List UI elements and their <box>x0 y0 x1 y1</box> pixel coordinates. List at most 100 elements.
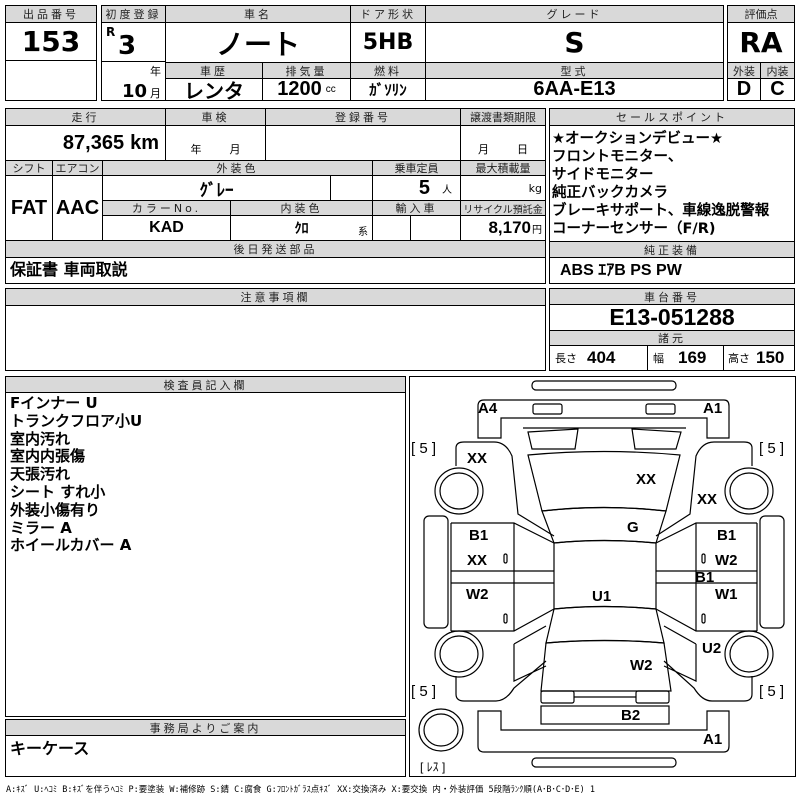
sales-point: ★オークションデビュー★ <box>552 131 723 147</box>
mileage-label: 走行 <box>6 109 166 126</box>
recycle-unit: 円 <box>532 224 542 236</box>
displacement-unit: cc <box>325 84 336 95</box>
tire-tread-fr: [ 5 ] <box>759 440 785 457</box>
later-parts: 保証書 車両取説 <box>10 260 128 279</box>
damage-mark: XX <box>467 552 488 569</box>
sales-points-label: セールスポイント <box>550 109 794 126</box>
capacity: 5 <box>418 176 430 199</box>
model-label: 型式 <box>426 63 723 79</box>
grade-label: グレード <box>426 6 723 23</box>
inspection-month: 月 <box>229 143 241 156</box>
damage-mark: XX <box>467 450 488 467</box>
int-color: ｸﾛ <box>294 220 309 236</box>
shift-label: シフト <box>6 161 53 176</box>
damage-mark: G <box>627 519 639 536</box>
inspector-note: 室内内張傷 <box>10 447 86 466</box>
fuel: ｶﾞｿﾘﾝ <box>351 79 426 100</box>
sales-points-box: セールスポイント ★オークションデビュー★ フロントモニター、 サイドモニター … <box>549 108 795 284</box>
office-note: キーケース <box>10 739 90 758</box>
tire-tread-rl: [ 5 ] <box>411 683 437 700</box>
inspector-note: 天張汚れ <box>10 465 71 484</box>
height: 150 <box>756 348 785 367</box>
int-score-label: 内装 <box>761 63 794 79</box>
notes-label: 注意事項欄 <box>6 289 545 306</box>
capacity-label: 乗車定員 <box>373 161 461 176</box>
damage-mark: A1 <box>703 731 723 748</box>
inspector-note: シート すれ小 <box>10 482 106 501</box>
damage-diagram: A4 A1 XX XX XX G B1 XX W2 U1 B1 W2 B1 W1… <box>409 376 796 777</box>
damage-mark: XX <box>697 491 718 508</box>
inspector-note: トランクフロア小U <box>10 411 143 430</box>
first-reg: R 3 年 10 月 <box>102 23 166 102</box>
year-unit: 年 <box>150 65 161 78</box>
import-label: 輸入車 <box>373 201 461 216</box>
ext-color-label: 外装色 <box>103 161 373 176</box>
ext-score: D <box>728 78 761 100</box>
int-color-label: 内装色 <box>231 201 373 216</box>
car-outline-diagram <box>418 380 785 768</box>
chassis-label: 車台番号 <box>550 289 794 305</box>
length: 404 <box>587 348 616 367</box>
score: RA <box>728 23 794 63</box>
damage-mark: A4 <box>478 400 498 417</box>
score-box: 評価点 RA 外装 内装 D C <box>727 5 795 101</box>
transfer-day: 日 <box>517 143 528 156</box>
office-label: 事務局よりご案内 <box>6 720 405 736</box>
tire-tread-rr: [ 5 ] <box>759 683 785 700</box>
inspector-note: ミラー A <box>10 518 72 537</box>
damage-mark: W2 <box>466 586 489 603</box>
reg-month: 10 <box>121 81 147 102</box>
shift: FAT <box>6 176 53 241</box>
inspector-box: 検査員記入欄 Fインナー U トランクフロア小U 室内汚れ 室内内張傷 天張汚れ… <box>5 376 406 717</box>
color-no: KAD <box>103 216 231 241</box>
sales-point: フロントモニター、 <box>552 149 683 165</box>
damage-mark: B1 <box>469 527 489 544</box>
inspector-notes: Fインナー U トランクフロア小U 室内汚れ 室内内張傷 天張汚れ シート すれ… <box>10 394 143 555</box>
door-type: 5HB <box>351 23 426 63</box>
height-label: 高さ <box>728 352 750 365</box>
max-load-label: 最大積載量 <box>461 161 545 176</box>
equipment: ABS ｴｱB PS PW <box>560 262 682 279</box>
chassis-number: E13-051288 <box>550 304 794 331</box>
door-label: ドア形状 <box>351 6 426 23</box>
legend: A:ｷｽﾞ U:ﾍｺﾐ B:ｷｽﾞを伴うﾍｺﾐ P:要塗装 W:補修跡 S:錆 … <box>6 785 595 795</box>
damage-mark: A1 <box>703 400 723 417</box>
later-parts-label: 後日発送部品 <box>6 241 545 258</box>
lot-label: 出品番号 <box>6 6 96 23</box>
mileage: 87,365 <box>62 131 125 154</box>
color-no-label: カラーNo. <box>103 201 231 216</box>
damage-mark: W2 <box>630 657 653 674</box>
transfer-month: 月 <box>478 143 489 156</box>
int-color-unit: 系 <box>358 227 368 238</box>
inspector-note: Fインナー U <box>10 394 98 412</box>
history: レンタ <box>166 79 263 103</box>
ext-score-label: 外装 <box>728 63 761 79</box>
transfer-label: 譲渡書類期限 <box>461 109 545 126</box>
sales-point: ブレーキサポート、車線逸脱警報 <box>552 203 770 219</box>
capacity-unit: 人 <box>442 184 452 196</box>
fuel-label: 燃料 <box>351 63 426 79</box>
inspector-note: ホイールカバー A <box>10 536 132 555</box>
width-label: 幅 <box>653 352 664 365</box>
first-reg-label: 初度登録 <box>102 6 166 23</box>
equipment-label: 純正装備 <box>550 241 794 258</box>
sales-point: 純正バックカメラ <box>552 185 668 201</box>
ac-label: エアコン <box>53 161 103 176</box>
damage-mark: U2 <box>702 640 722 657</box>
damage-mark: XX <box>636 471 657 488</box>
sales-point: コーナーセンサー（F/R) <box>552 221 716 237</box>
length-label: 長さ <box>555 352 577 365</box>
damage-mark: U1 <box>592 588 612 605</box>
reg-year: 3 <box>118 31 137 61</box>
damage-mark: B1 <box>695 569 715 586</box>
displacement-label: 排気量 <box>263 63 351 79</box>
month-unit: 月 <box>150 87 161 100</box>
model-code: 6AA-E13 <box>533 78 616 100</box>
era: R <box>106 25 116 39</box>
inspector-note: 室内汚れ <box>10 429 71 448</box>
lot-box: 出品番号 153 <box>5 5 97 101</box>
inspector-note: 外装小傷有り <box>10 500 101 519</box>
damage-mark: W1 <box>715 586 738 603</box>
